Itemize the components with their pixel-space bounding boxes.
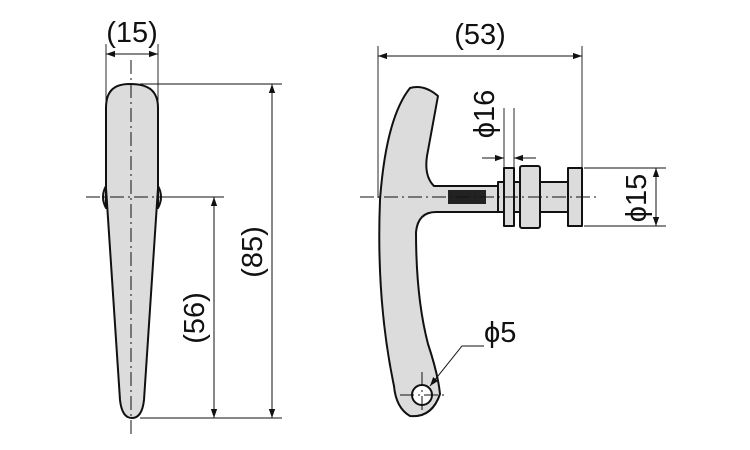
dim-lower-height-label: (56) <box>179 292 211 344</box>
dim-length-label: (53) <box>454 19 506 51</box>
side-view: (53) ϕ16 ϕ15 ϕ5 <box>360 19 666 418</box>
dim-total-height-label: (85) <box>237 226 269 278</box>
dim-width-label: (15) <box>106 17 158 49</box>
dim-shaft-dia-label: ϕ15 <box>621 174 653 223</box>
front-view-handle-body <box>105 83 159 419</box>
dim-hole-dia-label: ϕ5 <box>484 317 516 349</box>
front-view: (15) (85) (56) <box>86 17 282 436</box>
dim-hole-dia-leader <box>429 345 484 387</box>
dim-boss-dia-label: ϕ16 <box>469 90 501 139</box>
